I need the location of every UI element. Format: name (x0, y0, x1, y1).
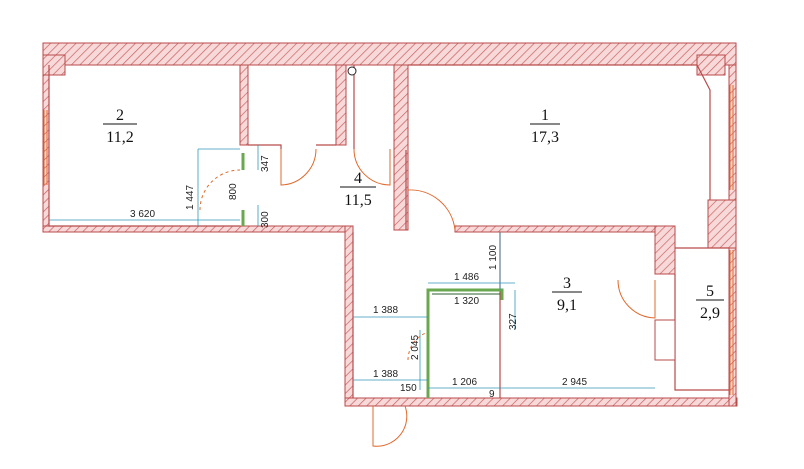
wall-corridor-left (344, 225, 354, 405)
dim-800: 800 (228, 183, 239, 200)
room-5-number: 5 (706, 283, 714, 300)
wall-bottom-left (42, 225, 354, 233)
room-3-label: 3 9,1 (552, 275, 582, 314)
room-labels: 1 17,3 2 11,2 3 9,1 4 11,5 5 2,9 (103, 107, 724, 322)
room-3-area: 9,1 (557, 297, 577, 314)
room-2-number: 2 (116, 107, 124, 124)
room-5-label: 5 2,9 (696, 283, 724, 322)
room-1-label: 1 17,3 (530, 107, 560, 146)
dim-1320: 1 320 (454, 296, 479, 307)
dimension-labels: 3 620 1 447 800 347 300 1 100 1 486 1 32… (130, 155, 587, 400)
room-1-area: 17,3 (531, 129, 559, 146)
dim-9: 9 (489, 389, 495, 400)
walls (42, 42, 738, 407)
room-4-area: 11,5 (344, 192, 371, 209)
wall-room2-right (239, 64, 249, 146)
room-3-number: 3 (563, 275, 571, 292)
dim-1447: 1 447 (185, 185, 196, 210)
wall-room5-top (654, 225, 676, 275)
dim-1388-bottom: 1 388 (373, 369, 398, 380)
wall-room1-bottom (454, 225, 676, 233)
room-2-label: 2 11,2 (103, 107, 137, 146)
pillar-top-left (42, 54, 66, 76)
dim-300: 300 (260, 211, 271, 228)
dim-327: 327 (508, 313, 519, 330)
dim-2045: 2 045 (410, 335, 421, 360)
wall-top (42, 42, 737, 66)
room-4-number: 4 (354, 170, 362, 187)
dim-347: 347 (260, 155, 271, 172)
dimension-lines (49, 145, 655, 390)
windows (43, 85, 734, 395)
dim-2945: 2 945 (562, 377, 587, 388)
wall-room1-left (393, 64, 409, 231)
dim-150: 150 (400, 383, 417, 394)
dim-1388-top: 1 388 (373, 305, 398, 316)
doors (199, 66, 656, 447)
room-2-area: 11,2 (106, 129, 133, 146)
room-5-area: 2,9 (700, 305, 720, 322)
dim-1100: 1 100 (488, 245, 499, 270)
dim-1206: 1 206 (452, 377, 477, 388)
room-4-label: 4 11,5 (340, 170, 376, 209)
dim-3620: 3 620 (130, 209, 155, 220)
wall-bath-right (335, 64, 347, 146)
room-1-number: 1 (541, 107, 549, 124)
dim-1486: 1 486 (454, 272, 479, 283)
partitions (241, 153, 504, 398)
wall-room5-right-block (707, 199, 737, 249)
wall-bottom (344, 397, 738, 407)
